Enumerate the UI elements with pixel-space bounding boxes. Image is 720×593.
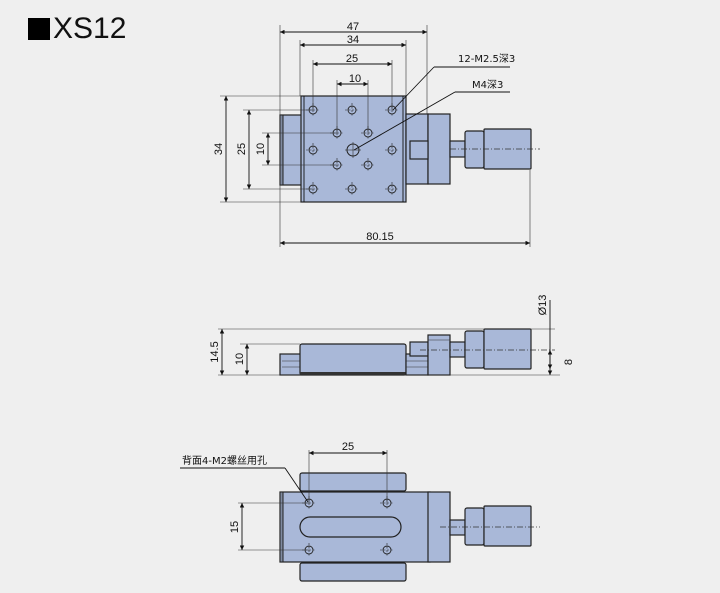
square-bullet-icon bbox=[28, 18, 50, 40]
note-center-hole: M4深3 bbox=[472, 79, 503, 91]
dim-dia-13: Ø13 bbox=[537, 295, 549, 316]
dim-80-15: 80.15 bbox=[366, 231, 394, 243]
dim-height-34: 34 bbox=[213, 143, 225, 155]
dim-height-10: 10 bbox=[255, 143, 267, 155]
page-title: XS12 bbox=[28, 12, 126, 46]
model-name: XS12 bbox=[53, 12, 127, 45]
side-view: 14.5 10 Ø13 8 bbox=[209, 295, 575, 376]
dim-47: 47 bbox=[347, 21, 359, 33]
dim-10: 10 bbox=[349, 73, 361, 85]
dim-8: 8 bbox=[563, 359, 575, 365]
dim-bottom-15: 15 bbox=[229, 521, 241, 533]
dim-height-25: 25 bbox=[236, 143, 248, 155]
bottom-view: 25 15 背面4-M2螺丝用孔 bbox=[180, 441, 540, 582]
dim-side-10: 10 bbox=[234, 353, 246, 365]
dim-bottom-25: 25 bbox=[342, 441, 354, 453]
dim-25: 25 bbox=[346, 53, 358, 65]
dim-14-5: 14.5 bbox=[209, 341, 221, 362]
top-view: 47 34 25 10 34 25 10 80.15 12-M2.5深3 M4深… bbox=[213, 21, 540, 247]
note-back-holes: 背面4-M2螺丝用孔 bbox=[182, 454, 267, 467]
note-tapped-holes: 12-M2.5深3 bbox=[458, 53, 515, 65]
dim-34: 34 bbox=[347, 34, 359, 46]
